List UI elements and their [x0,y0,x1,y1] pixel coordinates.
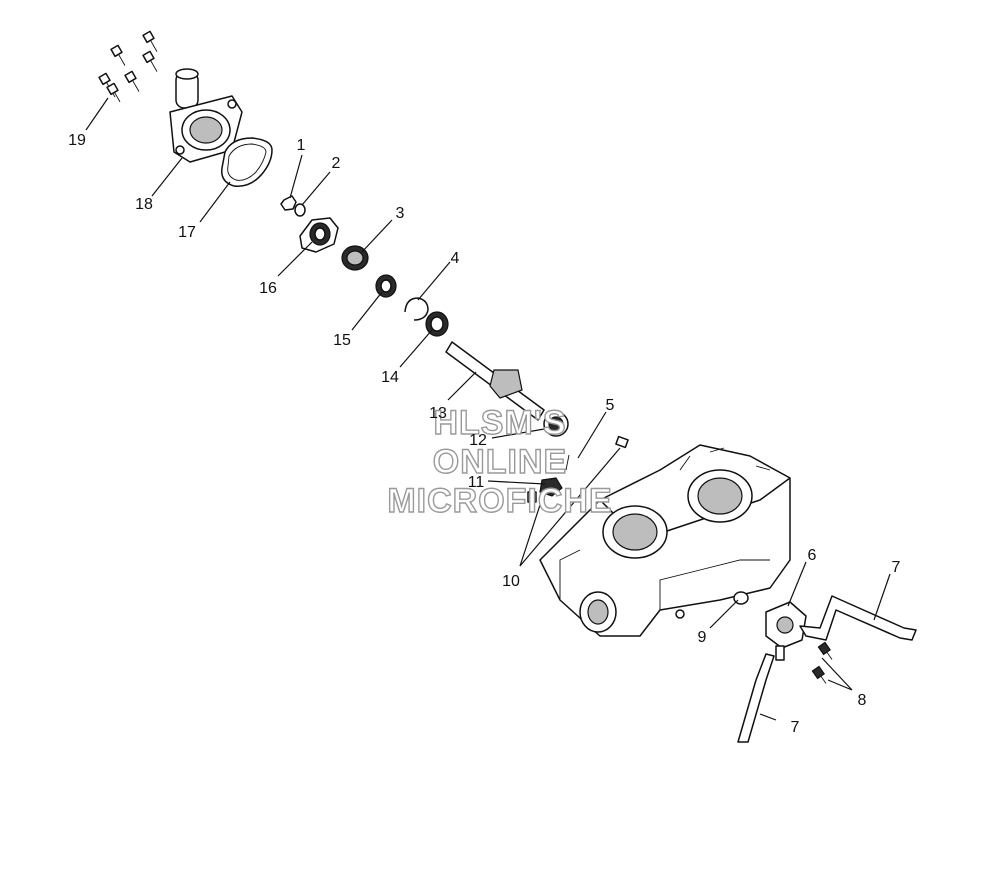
callout-16: 16 [259,280,277,297]
callout-7-top: 7 [892,559,901,576]
hose-icon [737,595,917,743]
callout-15: 15 [333,332,351,349]
watermark: HLSM'S ONLINE MICROFICHE [387,403,613,520]
bearing-icon [375,274,449,337]
bolt-icon [811,641,833,684]
callout-14: 14 [381,369,399,386]
callout-5: 5 [606,397,615,414]
seal-icon [341,245,369,271]
watermark-line-3: MICROFICHE [387,482,612,520]
callout-7-bottom: 7 [791,719,800,736]
callout-17: 17 [178,224,196,241]
pump-housing-icon [169,68,243,163]
callout-8: 8 [858,692,867,709]
callout-11: 11 [468,474,485,491]
leader-lines [85,97,891,721]
callout-3: 3 [396,205,405,222]
callout-4: 4 [451,250,460,267]
callout-1: 1 [297,137,306,154]
callout-18: 18 [135,196,153,213]
callout-labels: 1 2 3 4 5 6 7 7 8 9 10 11 12 13 14 15 16… [68,132,900,736]
nut-icon [280,195,297,211]
bolt-icon [98,30,158,103]
callout-12: 12 [469,432,487,449]
watermark-line-1: HLSM'S [433,404,566,442]
pump-shaft-icon [445,341,569,437]
callout-13: 13 [429,405,447,422]
callout-2: 2 [332,155,341,172]
callout-10: 10 [502,573,520,590]
impeller-icon [299,217,339,253]
crankcase-icon [539,444,791,637]
circlip-icon [404,297,429,321]
oil-pump-icon [765,601,807,661]
washer-icon [294,203,306,217]
fitting-icon [527,435,629,503]
callout-9: 9 [698,629,707,646]
callout-6: 6 [808,547,817,564]
callout-19: 19 [68,132,86,149]
watermark-line-2: ONLINE [433,443,567,481]
